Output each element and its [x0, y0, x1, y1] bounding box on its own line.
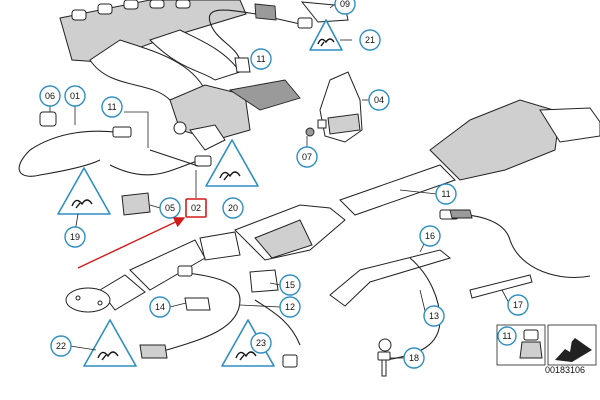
svg-text:20: 20 — [228, 203, 238, 213]
svg-text:16: 16 — [425, 231, 435, 241]
lower-oxygen-sensor — [139, 265, 301, 368]
exhaust-manifold — [59, 0, 247, 101]
legend-arrow-icon — [555, 338, 592, 362]
callout-15[interactable]: 15 — [279, 274, 301, 296]
svg-text:11: 11 — [107, 102, 116, 112]
callout-11-right[interactable]: 11 — [435, 183, 457, 205]
callout-11-top[interactable]: 11 — [250, 48, 272, 70]
callout-12[interactable]: 12 — [279, 296, 301, 318]
front-pipe-flange — [65, 239, 206, 313]
reference-number: 00183106 — [545, 365, 585, 375]
svg-text:04: 04 — [374, 95, 384, 105]
callout-18[interactable]: 18 — [403, 347, 425, 369]
highlight-arrow — [77, 217, 186, 269]
callout-17[interactable]: 17 — [507, 294, 529, 316]
callout-22[interactable]: 22 — [50, 335, 72, 357]
main-catalytic-converter — [199, 99, 600, 261]
callout-21[interactable]: 21 — [359, 29, 381, 51]
warning-triangle-19 — [57, 167, 111, 215]
svg-text:18: 18 — [409, 353, 419, 363]
callout-14[interactable]: 14 — [149, 296, 171, 318]
callout-11-legend[interactable]: 11 — [497, 326, 517, 346]
svg-text:02: 02 — [191, 203, 201, 213]
callout-13[interactable]: 13 — [423, 305, 445, 327]
warning-triangle-20 — [205, 139, 259, 187]
svg-text:11: 11 — [502, 331, 511, 341]
svg-text:11: 11 — [256, 54, 265, 64]
heat-shield-bracket — [305, 71, 363, 143]
callout-06[interactable]: 06 — [39, 85, 61, 107]
callout-09[interactable]: 09 — [334, 0, 356, 15]
upper-left-sensor-wire — [18, 111, 212, 216]
svg-text:21: 21 — [365, 35, 375, 45]
callout-01[interactable]: 01 — [64, 85, 86, 107]
legend-sensor-icon — [519, 329, 543, 359]
bolt-18 — [377, 351, 391, 377]
svg-text:09: 09 — [340, 0, 350, 9]
callout-11-mid[interactable]: 11 — [101, 96, 123, 118]
callout-02-highlighted[interactable]: 02 — [185, 198, 207, 218]
svg-text:15: 15 — [285, 280, 295, 290]
callout-23[interactable]: 23 — [250, 332, 272, 354]
legend-box: 11 — [496, 324, 597, 366]
svg-text:19: 19 — [70, 232, 80, 242]
callout-05[interactable]: 05 — [159, 197, 181, 219]
svg-text:23: 23 — [256, 338, 266, 348]
svg-text:12: 12 — [285, 302, 295, 312]
callout-07[interactable]: 07 — [296, 146, 318, 168]
svg-text:22: 22 — [56, 341, 66, 351]
callout-16[interactable]: 16 — [419, 225, 441, 247]
svg-text:05: 05 — [165, 203, 175, 213]
callout-20[interactable]: 20 — [222, 197, 244, 219]
warning-triangle-22 — [83, 319, 137, 367]
svg-text:11: 11 — [441, 189, 450, 199]
svg-text:14: 14 — [155, 302, 165, 312]
front-catalytic-converter — [169, 79, 301, 151]
warning-triangle-21 — [309, 19, 343, 51]
svg-text:07: 07 — [302, 152, 312, 162]
callout-19[interactable]: 19 — [64, 226, 86, 248]
svg-text:17: 17 — [513, 300, 523, 310]
svg-text:06: 06 — [45, 91, 55, 101]
svg-text:01: 01 — [70, 91, 80, 101]
clip-parts — [184, 269, 279, 311]
svg-text:13: 13 — [429, 311, 439, 321]
callout-04[interactable]: 04 — [368, 89, 390, 111]
